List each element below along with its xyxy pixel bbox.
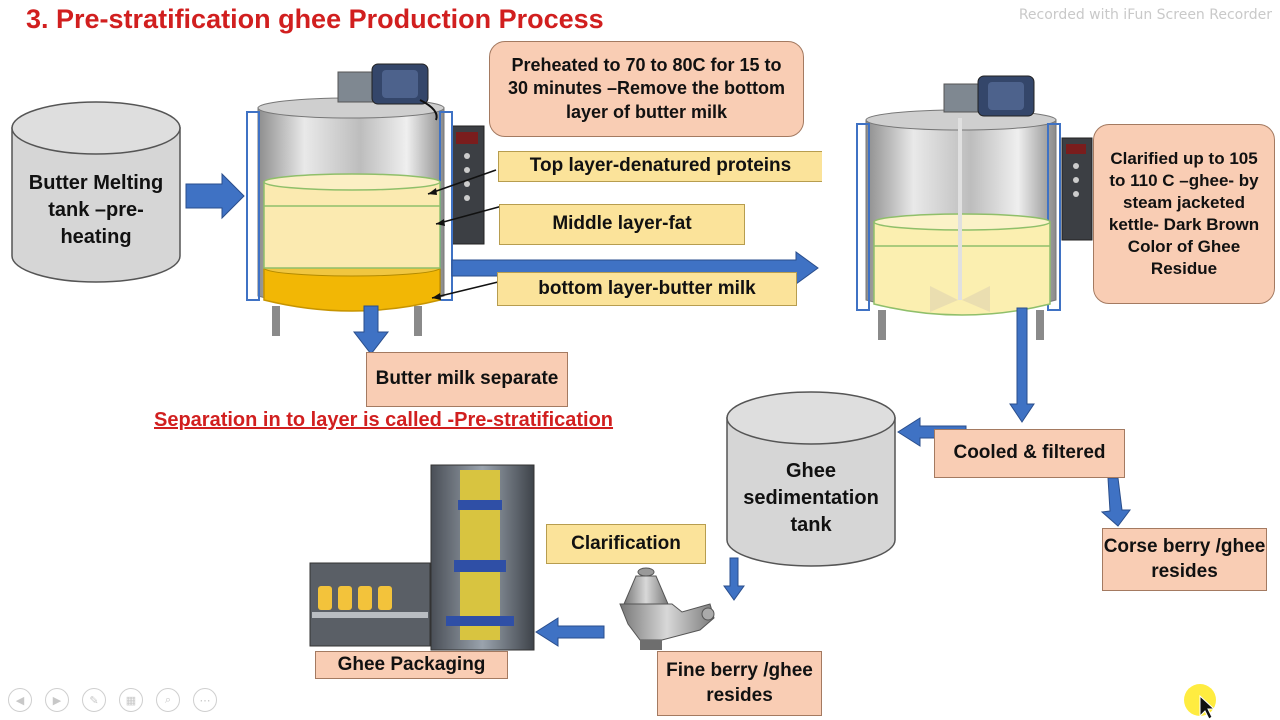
zoom-icon[interactable]: ⌕: [156, 688, 180, 712]
arrow-to-cooled-filtered: [1009, 307, 1035, 423]
pen-icon[interactable]: ✎: [82, 688, 106, 712]
coarse-berry-box: Corse berry /ghee resides: [1102, 528, 1267, 591]
arrow-to-buttermilk: [352, 305, 390, 355]
butter-melting-tank-cylinder: [11, 101, 181, 283]
slides-grid-icon[interactable]: ▦: [119, 688, 143, 712]
prestratification-note: Separation in to layer is called -Pre-st…: [154, 409, 614, 431]
preheat-tank-illustration: [246, 63, 507, 336]
clarifier-kettle-illustration: [856, 75, 1093, 340]
packaging-machine-illustration: [309, 464, 535, 651]
centrifuge-clarifier-illustration: [619, 567, 715, 650]
fine-berry-box: Fine berry /ghee resides: [657, 651, 822, 716]
middle-layer-box: Middle layer-fat: [499, 204, 745, 245]
buttermilk-separate-box: Butter milk separate: [366, 352, 568, 407]
bottom-layer-box: bottom layer-butter milk: [497, 272, 797, 306]
prev-slide-icon[interactable]: ◀: [8, 688, 32, 712]
butter-melting-tank-label: Butter Melting tank –pre-heating: [28, 172, 164, 248]
top-layer-box: Top layer-denatured proteins: [498, 151, 822, 182]
preheat-note-box: Preheated to 70 to 80C for 15 to 30 minu…: [489, 41, 804, 137]
next-slide-icon[interactable]: ▶: [45, 688, 69, 712]
arrow-to-clarifier: [723, 557, 745, 601]
slide-title: 3. Pre-stratification ghee Production Pr…: [26, 4, 604, 34]
sedimentation-tank-label: Ghee sedimentation tank: [743, 460, 879, 536]
ghee-packaging-box: Ghee Packaging: [315, 651, 508, 679]
arrow-to-packaging: [535, 617, 605, 647]
cooled-filtered-box: Cooled & filtered: [934, 429, 1125, 478]
arrow-to-coarse-berry: [1100, 477, 1131, 527]
clarified-note-box: Clarified up to 105 to 110 C –ghee- by s…: [1093, 124, 1275, 304]
sedimentation-tank-cylinder: [726, 391, 896, 567]
recorder-watermark: Recorded with iFun Screen Recorder: [1018, 7, 1272, 23]
cursor-arrow-icon: [1199, 694, 1216, 720]
arrow-to-preheat-tank: [185, 172, 245, 220]
clarification-box: Clarification: [546, 524, 706, 564]
more-options-icon[interactable]: ⋯: [193, 688, 217, 712]
